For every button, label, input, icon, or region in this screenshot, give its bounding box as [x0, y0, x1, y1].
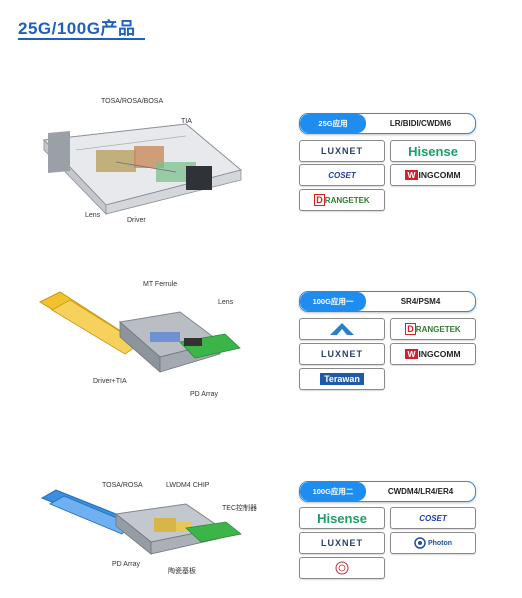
label-tosa-rosa-bosa: TOSA/ROSA/BOSA: [101, 98, 164, 105]
photon-icon: [414, 537, 426, 549]
label-pd-array-2: PD Array: [112, 561, 141, 568]
app-pill-100g-1: 100G应用一: [300, 292, 366, 311]
logo-text: W: [405, 170, 418, 180]
logo-text: COSET: [419, 513, 447, 523]
logo-coset: COSET: [299, 164, 385, 186]
logo-text: D: [314, 194, 325, 206]
app-pill-100g-2: 100G应用二: [300, 482, 366, 501]
logo-hisense-2: Hisense: [299, 507, 385, 529]
label-tosa-rosa: TOSA/ROSA: [102, 482, 143, 489]
app-standard-100g-1: SR4/PSM4: [400, 297, 441, 306]
logo-text: Hisense: [317, 510, 367, 526]
logo-seal: [299, 557, 385, 579]
label-tia: TIA: [181, 118, 192, 125]
label-lwdm4-chip: LWDM4 CHIP: [166, 482, 210, 489]
label-pd-array: PD Array: [190, 391, 219, 398]
logo-hisense: Hisense: [390, 140, 476, 162]
seal-icon: [335, 561, 349, 575]
label-mt-ferrule: MT Ferrule: [143, 281, 178, 288]
label-tec-controller: TEC控制器: [222, 505, 257, 512]
logo-photon: Photon: [390, 532, 476, 554]
logo-text: COSET: [328, 170, 356, 180]
label-ceramic-substrate: 陶瓷基板: [168, 568, 196, 575]
title-underline: [18, 38, 145, 40]
logo-text: LUXNET: [321, 538, 363, 548]
app-bar-25g: 25G应用 LR/BIDI/CWDM6: [299, 113, 476, 134]
logo-luxnet: LUXNET: [299, 140, 385, 162]
logo-text: W: [405, 349, 418, 359]
figure-100g-cwdm4-module: [36, 478, 246, 568]
app-bar-100g-2: 100G应用二 CWDM4/LR4/ER4: [299, 481, 476, 502]
figure-25g-module: [36, 110, 246, 220]
logo-coset-2: COSET: [390, 507, 476, 529]
logo-text: INGCOMM: [418, 170, 461, 180]
logo-terawan: Terawan: [299, 368, 385, 390]
logo-text: D: [405, 323, 416, 335]
logo-text: LUXNET: [321, 146, 363, 156]
logo-text: RANGETEK: [415, 324, 461, 334]
logo-text: INGCOMM: [418, 349, 461, 359]
logo-text: RANGETEK: [324, 195, 370, 205]
logo-text: Terawan: [320, 373, 364, 385]
logo-a-mark: [299, 318, 385, 340]
logo-text: Photon: [427, 539, 453, 547]
logo-luxnet-2: LUXNET: [299, 343, 385, 365]
logo-text: LUXNET: [321, 349, 363, 359]
a-mark-icon: [330, 323, 354, 335]
app-standard-25g: LR/BIDI/CWDM6: [389, 119, 452, 128]
page-title: 25G/100G产品: [18, 19, 136, 38]
label-driver-tia: Driver+TIA: [93, 378, 127, 385]
label-lens-2: Lens: [218, 299, 234, 306]
app-bar-100g-1: 100G应用一 SR4/PSM4: [299, 291, 476, 312]
label-lens: Lens: [85, 212, 101, 219]
app-standard-100g-2: CWDM4/LR4/ER4: [387, 487, 454, 496]
app-pill-25g: 25G应用: [300, 114, 366, 133]
figure-100g-sr4-module: [30, 282, 250, 392]
logo-luxnet-3: LUXNET: [299, 532, 385, 554]
logo-text: Hisense: [408, 143, 458, 159]
label-driver: Driver: [127, 217, 146, 224]
